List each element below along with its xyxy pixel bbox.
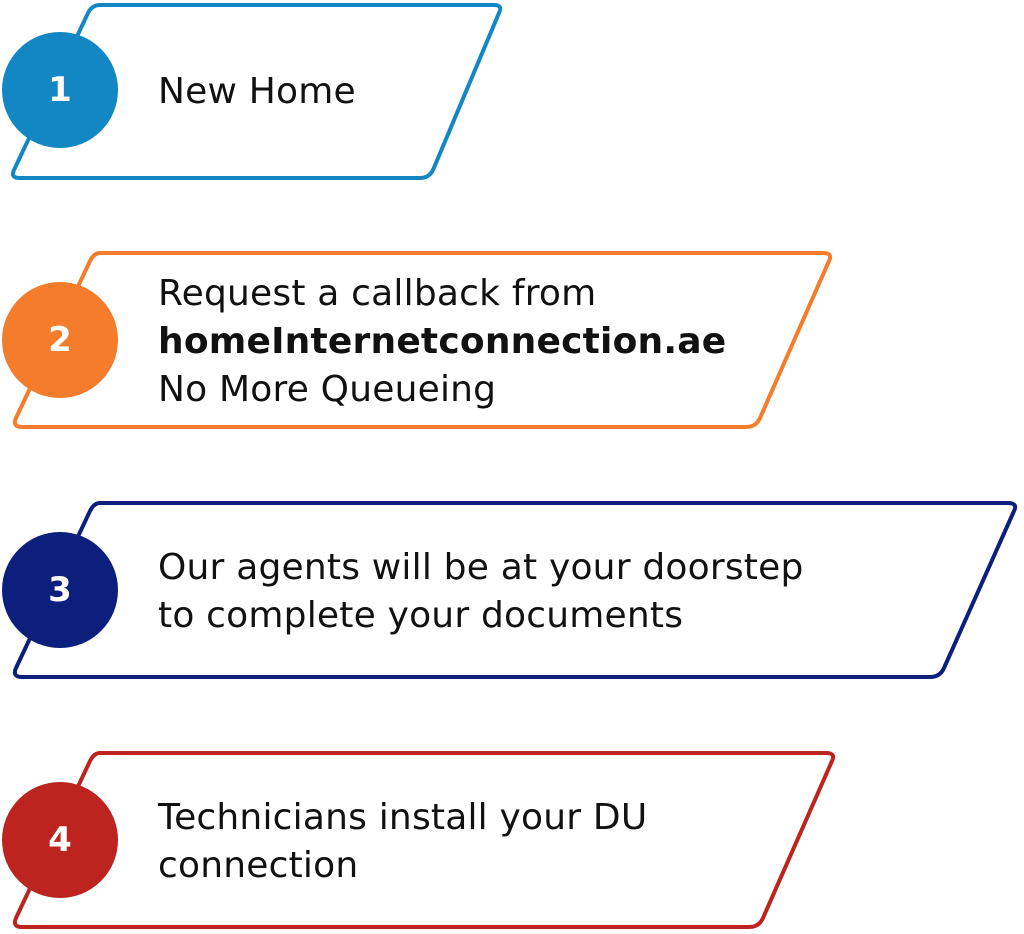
step-2: 2 Request a callback from homeInternetco… <box>0 250 1024 434</box>
step-3-number: 3 <box>48 570 72 610</box>
step-3-frame <box>12 501 1018 679</box>
step-4-frame <box>12 751 836 929</box>
step-3-number-badge: 3 <box>2 532 118 648</box>
step-1-number-badge: 1 <box>2 32 118 148</box>
step-1-frame <box>10 2 503 180</box>
step-4-line-2: connection <box>158 845 359 886</box>
step-2-text: Request a callback from homeInternetconn… <box>158 250 726 434</box>
step-4-line-1: Technicians install your DU <box>158 797 648 838</box>
step-1-text: New Home <box>158 0 356 184</box>
step-2-line-3: No More Queueing <box>158 369 497 410</box>
step-1-number: 1 <box>48 70 72 110</box>
step-4-text: Technicians install your DU connection <box>158 750 647 934</box>
step-3-line-2: to complete your documents <box>158 595 684 636</box>
step-1: 1 New Home <box>0 0 1024 184</box>
step-4-number: 4 <box>48 820 72 860</box>
step-2-line-1: Request a callback from <box>158 273 597 314</box>
step-4-number-badge: 4 <box>2 782 118 898</box>
step-2-frame <box>12 251 833 429</box>
step-2-line-2: homeInternetconnection.ae <box>158 321 727 362</box>
step-2-number-badge: 2 <box>2 282 118 398</box>
step-1-line-1: New Home <box>158 71 356 112</box>
step-3: 3 Our agents will be at your doorstep to… <box>0 500 1024 684</box>
step-4: 4 Technicians install your DU connection <box>0 750 1024 934</box>
step-2-number: 2 <box>48 320 72 360</box>
step-3-line-1: Our agents will be at your doorstep <box>158 547 804 588</box>
step-3-text: Our agents will be at your doorstep to c… <box>158 500 804 684</box>
